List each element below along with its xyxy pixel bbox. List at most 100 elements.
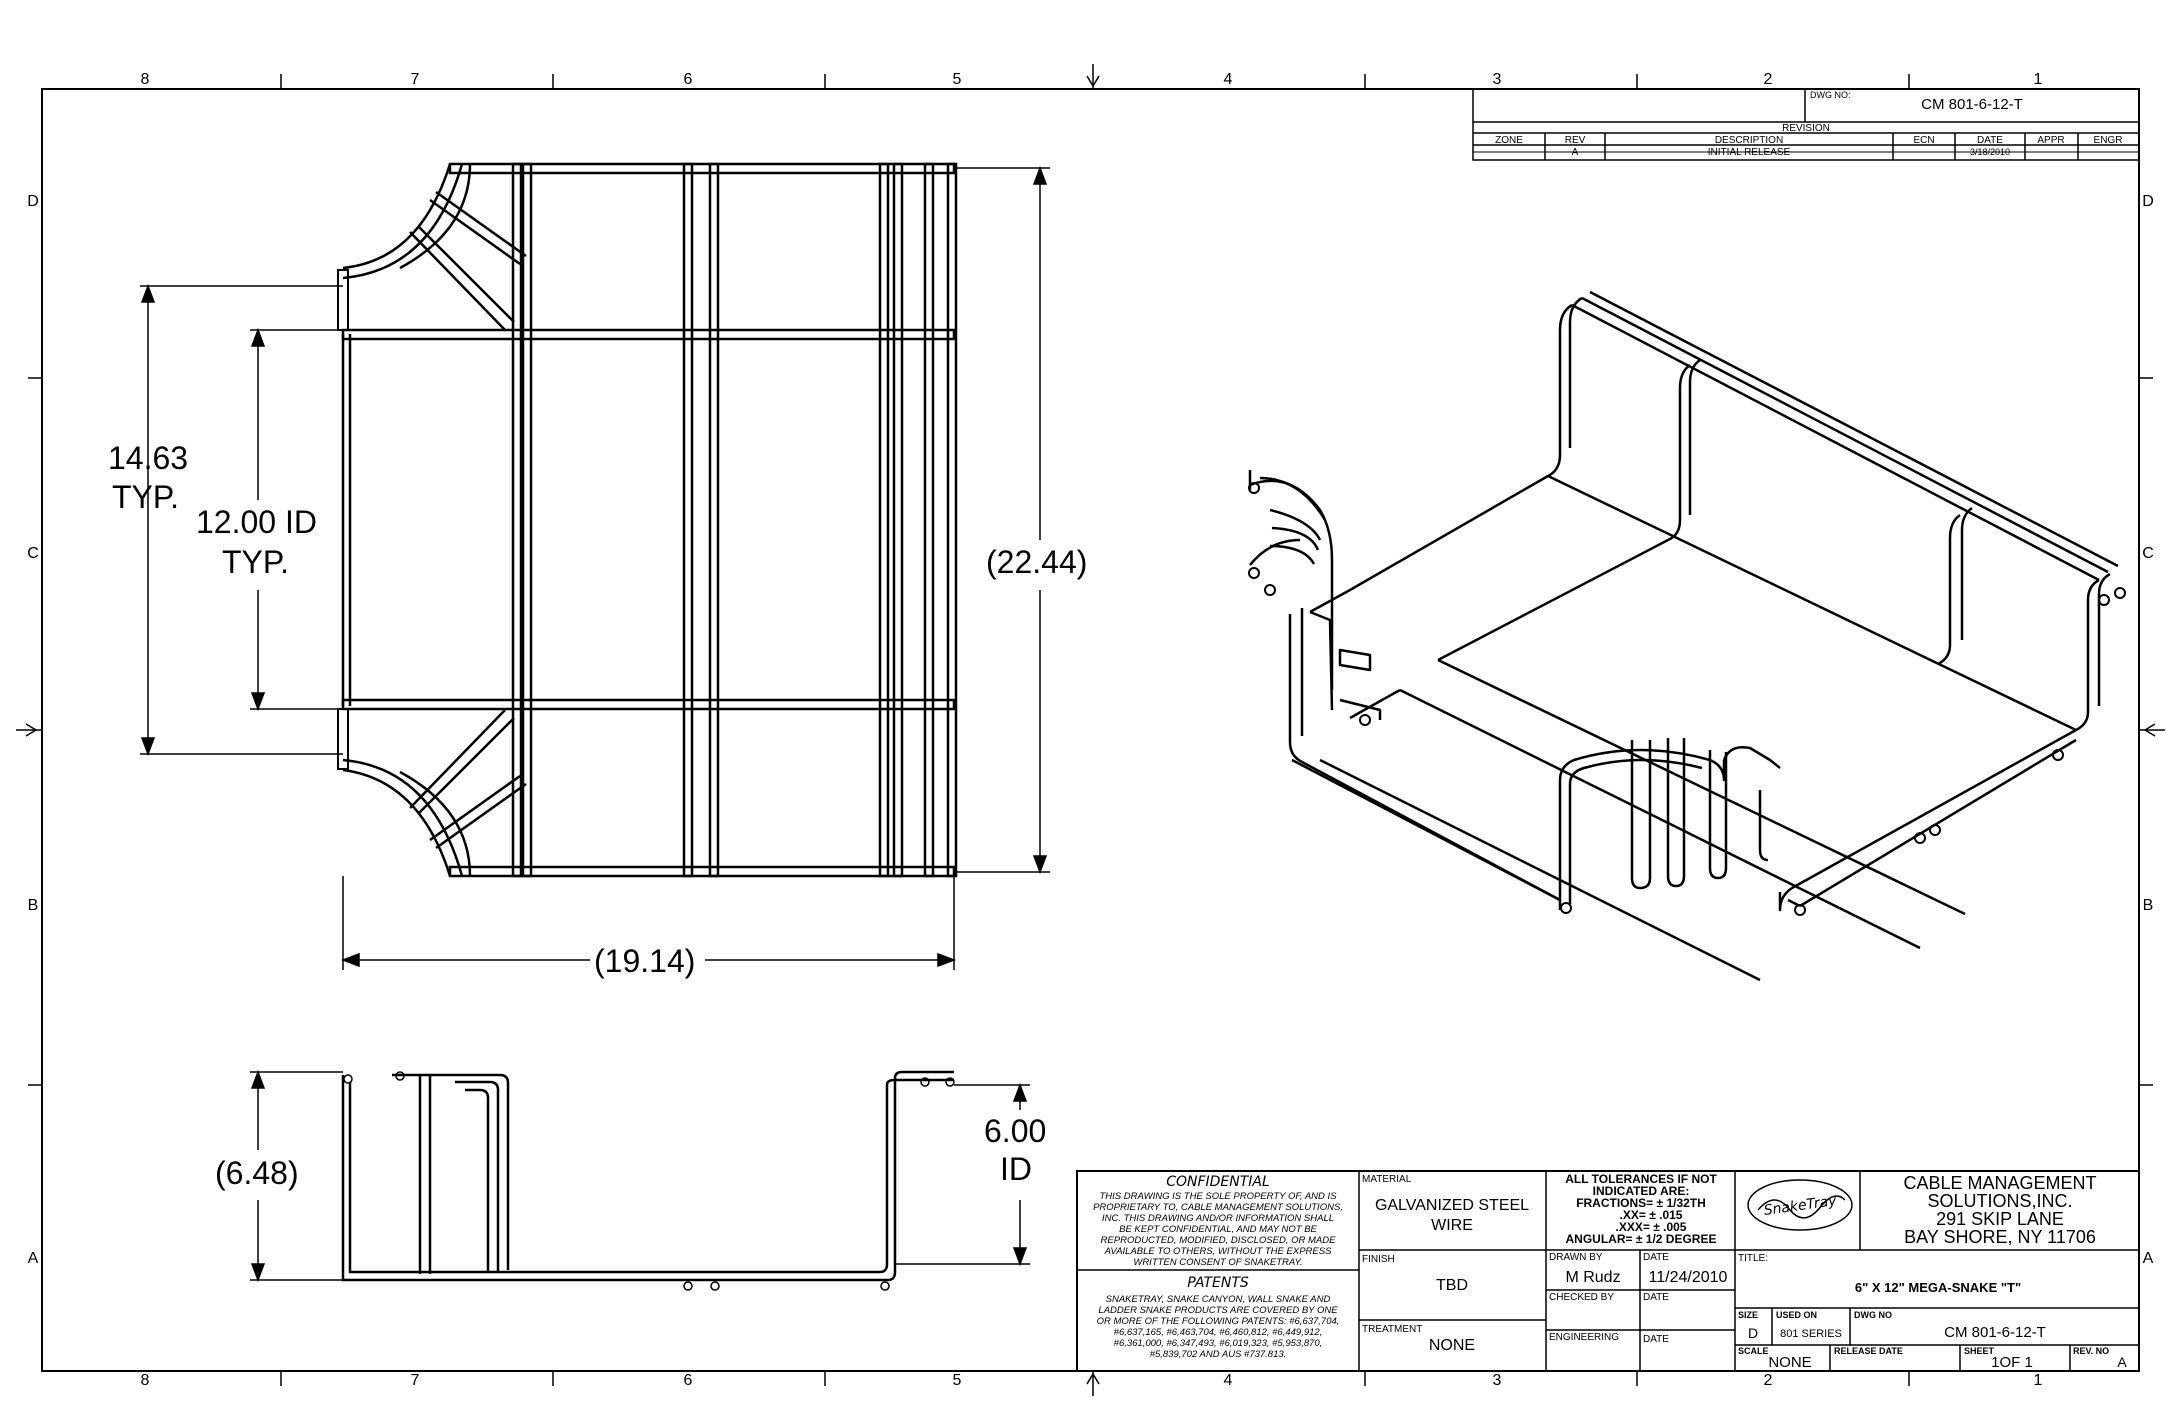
row-label-right: A — [2143, 1250, 2154, 1267]
patents-line: #6,637,165, #6,463,704, #6,460,812, #6,4… — [1114, 1327, 1323, 1338]
sheet-label: SHEET — [1964, 1346, 1995, 1356]
dim-14-63-typ: TYP. — [112, 479, 179, 515]
row-label-right: C — [2142, 545, 2154, 562]
row-label-left: A — [28, 1250, 39, 1267]
plan-dimensions — [140, 165, 1050, 970]
snaketray-logo: SnakeTray — [1747, 1179, 1853, 1231]
row-label-left: C — [27, 545, 39, 562]
row-label-left: B — [28, 897, 39, 914]
confidential-title: CONFIDENTIAL — [1166, 1174, 1270, 1190]
tolerance-line: .XXX= ± .005 — [1616, 1220, 1687, 1234]
col-label-bottom: 2 — [1764, 1372, 1773, 1389]
dim-6-00-id: ID — [1000, 1151, 1032, 1187]
patents-title: PATENTS — [1187, 1275, 1249, 1291]
engineering-date-label: DATE — [1643, 1334, 1669, 1345]
col-label-top: 6 — [684, 71, 693, 88]
company-line: SOLUTIONS,INC. — [1927, 1191, 2072, 1211]
title-block: CONFIDENTIAL THIS DRAWING IS THE SOLE PR… — [1076, 1170, 2140, 1372]
dwg-no-label: DWG NO — [1854, 1310, 1892, 1320]
confidential-line: INC. THIS DRAWING AND/OR INFORMATION SHA… — [1102, 1213, 1334, 1224]
confidential-line: WRITTEN CONSENT OF SNAKETRAY. — [1133, 1257, 1302, 1268]
revision-header: REVISION — [1782, 123, 1830, 134]
tolerance-line: ANGULAR= ± 1/2 DEGREE — [1566, 1232, 1717, 1246]
dim-6-48: (6.48) — [215, 1155, 299, 1191]
dim-6-00: 6.00 — [984, 1113, 1046, 1149]
patents-line: #6,361,000, #6,347,493, #6,019,323, #5,9… — [1114, 1338, 1323, 1349]
tolerance-line: .XX= ± .015 — [1620, 1208, 1683, 1222]
rev-col-engr: ENGR — [2094, 135, 2123, 146]
tolerance-line: FRACTIONS= ± 1/32TH — [1576, 1196, 1706, 1210]
plan-dimension-text: 14.63 TYP. 12.00 ID TYP. (22.44) (19.14) — [108, 440, 1087, 979]
company-line: 291 SKIP LANE — [1936, 1209, 2064, 1229]
rev-col-zone: ZONE — [1495, 135, 1523, 146]
sheet-value: 1OF 1 — [1991, 1354, 2033, 1371]
logo-text: SnakeTray — [1763, 1193, 1838, 1219]
tolerance-line: INDICATED ARE: — [1593, 1184, 1690, 1198]
dwg-no-value: CM 801-6-12-T — [1944, 1324, 2046, 1341]
elevation-view — [341, 1070, 955, 1291]
col-label-top: 4 — [1224, 71, 1233, 88]
rev-col-ecn: ECN — [1913, 135, 1934, 146]
zone-labels: 8 7 6 5 4 3 2 1 8 7 6 5 4 3 2 1 D C B A … — [27, 71, 2154, 1389]
drawing-title: 6" X 12" MEGA-SNAKE "T" — [1855, 1280, 2021, 1295]
material-line1: GALVANIZED STEEL — [1375, 1197, 1529, 1214]
title-label: TITLE: — [1738, 1253, 1768, 1264]
treatment-label: TREATMENT — [1362, 1324, 1422, 1335]
used-on-label: USED ON — [1776, 1310, 1817, 1320]
row-label-left: D — [27, 193, 39, 210]
col-label-bottom: 7 — [411, 1372, 420, 1389]
dim-14-63: 14.63 — [108, 440, 188, 476]
col-label-top: 3 — [1493, 71, 1502, 88]
rev-no-label: REV. NO — [2073, 1346, 2109, 1356]
col-label-bottom: 8 — [141, 1372, 150, 1389]
rev-col-appr: APPR — [2037, 135, 2064, 146]
col-label-top: 5 — [953, 71, 962, 88]
drawn-by: M Rudz — [1565, 1269, 1620, 1286]
revision-block: DWG NO: CM 801-6-12-T REVISION ZONE REV … — [1472, 88, 2140, 161]
elevation-dimension-text: (6.48) 6.00 ID — [215, 1113, 1046, 1191]
dim-12-00-typ: TYP. — [222, 544, 289, 580]
size-label: SIZE — [1738, 1310, 1758, 1320]
scale-value: NONE — [1768, 1354, 1811, 1371]
confidential-line: PROPRIETARY TO, CABLE MANAGEMENT SOLUTIO… — [1093, 1202, 1343, 1213]
material-label: MATERIAL — [1362, 1174, 1412, 1185]
release-date-label: RELEASE DATE — [1834, 1346, 1903, 1356]
treatment-value: NONE — [1429, 1337, 1475, 1354]
engineering-label: ENGINEERING — [1549, 1332, 1619, 1343]
row-label-right: D — [2142, 193, 2154, 210]
drawn-by-label: DRAWN BY — [1549, 1252, 1603, 1263]
col-label-top: 2 — [1764, 71, 1773, 88]
patents-line: OR MORE OF THE FOLLOWING PATENTS: #6,637… — [1097, 1316, 1340, 1327]
col-label-bottom: 5 — [953, 1372, 962, 1389]
dim-22-44: (22.44) — [986, 544, 1087, 580]
scale-label: SCALE — [1738, 1346, 1769, 1356]
patents-line: SNAKETRAY, SNAKE CANYON, WALL SNAKE AND — [1106, 1294, 1331, 1305]
col-label-bottom: 4 — [1224, 1372, 1233, 1389]
rev-row-description: INITIAL RELEASE — [1708, 147, 1791, 158]
confidential-line: BE KEPT CONFIDENTIAL, AND MAY NOT BE — [1119, 1224, 1317, 1235]
rev-col-rev: REV — [1565, 135, 1586, 146]
finish-label: FINISH — [1362, 1254, 1395, 1265]
checked-date-label: DATE — [1643, 1292, 1669, 1303]
dim-12-00: 12.00 ID — [196, 504, 317, 540]
tolerance-line: ALL TOLERANCES IF NOT — [1565, 1172, 1717, 1186]
rev-no-value: A — [2117, 1354, 2127, 1370]
isometric-view — [1248, 290, 2126, 982]
confidential-line: AVAILABLE TO OTHERS, WITHOUT THE EXPRESS — [1104, 1246, 1332, 1257]
col-label-top: 7 — [411, 71, 420, 88]
col-label-bottom: 1 — [2034, 1372, 2043, 1389]
rev-row-date: 3/18/2010 — [1970, 147, 2010, 157]
finish-value: TBD — [1436, 1277, 1468, 1294]
col-label-bottom: 6 — [684, 1372, 693, 1389]
size-value: D — [1748, 1325, 1758, 1341]
material-line2: WIRE — [1431, 1217, 1473, 1234]
plan-view — [337, 162, 958, 878]
drawn-date: 11/24/2010 — [1649, 1269, 1728, 1286]
company-line: BAY SHORE, NY 11706 — [1904, 1227, 2096, 1247]
company-line: CABLE MANAGEMENT — [1903, 1173, 2096, 1193]
confidential-line: REPRODUCTED, MODIFIED, DISCLOSED, OR MAD… — [1101, 1235, 1337, 1246]
patents-line: #5,839,702 AND AUS #737.813. — [1150, 1349, 1287, 1360]
patents-line: LADDER SNAKE PRODUCTS ARE COVERED BY ONE — [1098, 1305, 1338, 1316]
col-label-top: 8 — [141, 71, 150, 88]
